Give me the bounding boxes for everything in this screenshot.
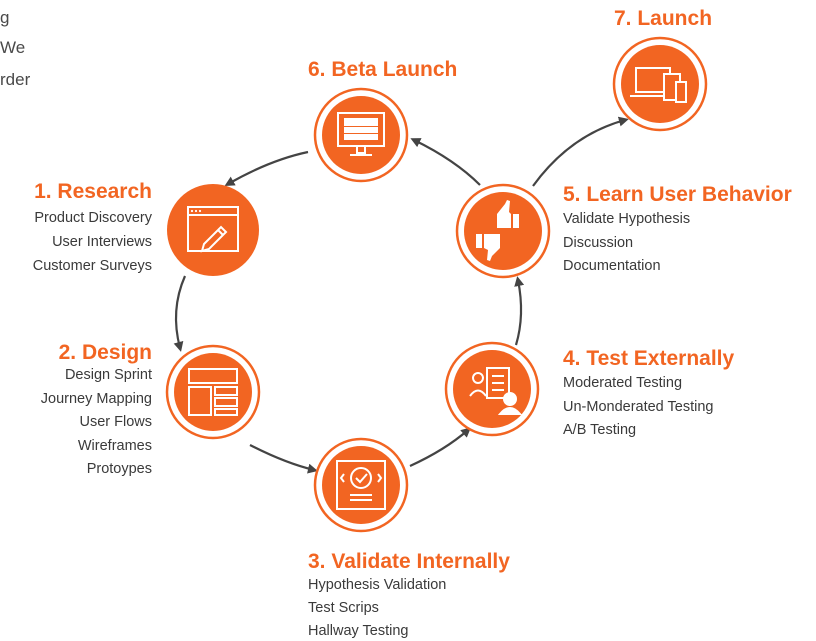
monitor-website-icon — [337, 112, 385, 156]
thumbs-up-down-icon — [476, 200, 519, 261]
step-3-title: 3. Validate Internally — [308, 550, 510, 573]
user-testing-clipboard-icon — [469, 367, 523, 415]
step-3-node — [313, 437, 409, 533]
step-4-node — [444, 341, 540, 437]
arrow-1-to-2 — [173, 275, 187, 352]
step-2-node — [165, 344, 261, 440]
step-2-item: User Flows — [79, 414, 152, 430]
wireframe-layout-icon — [188, 368, 238, 416]
intro-fragment-1: g — [0, 8, 10, 27]
intro-fragment-2: We — [0, 38, 26, 57]
step-5-item: Documentation — [563, 258, 661, 274]
step-1-item: Product Discovery — [34, 210, 152, 226]
step-3-item: Test Scrips — [308, 600, 379, 616]
intro-fragment-3: rder — [0, 70, 31, 89]
checkmark-validation-icon — [336, 460, 386, 510]
step-3-item: Hypothesis Validation — [308, 577, 447, 593]
step-5-node — [455, 183, 551, 279]
step-2-item: Journey Mapping — [40, 391, 152, 407]
step-7-title: 7. Launch — [614, 7, 713, 30]
step-2-item: Wireframes — [77, 438, 152, 454]
step-1-title: 1. Research — [34, 180, 152, 203]
step-7-node — [612, 36, 708, 132]
step-1-item: Customer Surveys — [32, 258, 152, 274]
arrow-4-to-5 — [514, 276, 525, 346]
arrow-5-to-7 — [532, 116, 629, 187]
step-6-node — [313, 87, 409, 183]
step-6-title: 6. Beta Launch — [308, 58, 458, 81]
step-4-item: Moderated Testing — [563, 375, 683, 391]
step-1-item: User Interviews — [52, 234, 152, 250]
step-1-node — [167, 184, 259, 276]
step-2-item: Design Sprint — [64, 367, 152, 383]
arrow-3-to-4 — [409, 427, 472, 468]
browser-pencil-icon — [187, 206, 239, 253]
step-4-title: 4. Test Externally — [563, 347, 735, 370]
step-5-item: Validate Hypothesis — [563, 211, 691, 227]
step-3-item: Hallway Testing — [308, 623, 409, 639]
multi-device-icon — [630, 67, 687, 103]
step-5-item: Discussion — [563, 235, 634, 251]
arrow-5-to-6 — [410, 138, 481, 186]
step-2-title: 2. Design — [58, 341, 152, 364]
step-2-item: Protoypes — [86, 461, 152, 477]
arrow-2-to-3 — [249, 444, 318, 474]
arrow-6-to-1 — [224, 150, 309, 186]
step-5-title: 5. Learn User Behavior — [563, 183, 792, 206]
step-4-item: A/B Testing — [563, 422, 637, 438]
step-4-item: Un-Monderated Testing — [563, 399, 714, 415]
